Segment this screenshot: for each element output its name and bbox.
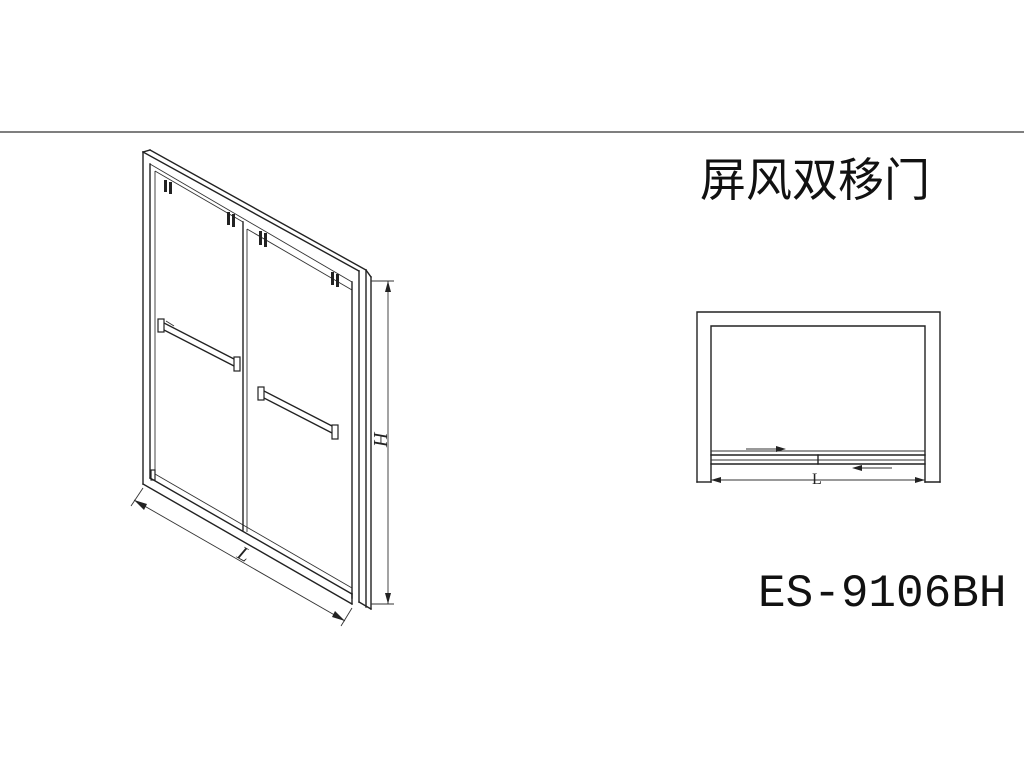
right-post	[351, 269, 372, 610]
bottom-rail	[142, 473, 353, 605]
plan-view: L	[696, 311, 941, 488]
model-number: ES-9106BH	[758, 568, 1006, 620]
slide-left-arrow	[852, 465, 892, 471]
product-title: 屏风双移门	[700, 153, 930, 207]
left-post	[142, 151, 156, 485]
plan-outer-wall	[696, 311, 941, 483]
slide-right-arrow	[746, 446, 786, 452]
length-label: L	[233, 542, 255, 567]
isometric-view: H L	[130, 149, 394, 627]
length-dimension: L	[130, 487, 353, 627]
door-divider	[242, 221, 248, 532]
height-label: H	[369, 431, 391, 448]
right-door-handle	[257, 386, 339, 440]
height-dimension: H	[369, 280, 394, 605]
plan-door-tracks	[710, 450, 926, 465]
door-hangers	[164, 180, 339, 287]
plan-length-label: L	[812, 471, 822, 488]
plan-inner-wall	[710, 325, 926, 483]
plan-length-dimension: L	[711, 471, 925, 488]
top-rail	[142, 149, 367, 291]
left-door-handle	[157, 318, 241, 372]
